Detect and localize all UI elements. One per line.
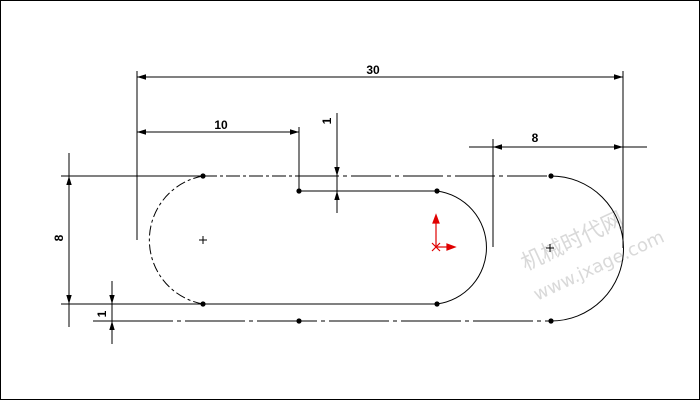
dimension-left-offset-value: 10: [214, 118, 228, 132]
dimension-right-width-value: 8: [532, 131, 539, 145]
dimension-height-value: 8: [52, 234, 66, 241]
sketch-points: [200, 173, 554, 324]
dimension-overall-length-value: 30: [366, 63, 380, 77]
point[interactable]: [296, 318, 302, 324]
point[interactable]: [548, 173, 554, 179]
point[interactable]: [434, 188, 440, 194]
dimension-bottom-gap-value: 1: [95, 310, 109, 317]
left-slot-left-arc[interactable]: [148, 175, 204, 305]
origin-icon: [431, 213, 457, 252]
left-slot-right-arc[interactable]: [436, 190, 487, 305]
arc-centers: [199, 236, 554, 252]
watermark: 机械时代网 www.jxage.com: [517, 207, 667, 305]
point[interactable]: [548, 318, 554, 324]
center-mark: [199, 236, 207, 244]
dimension-top-gap-value: 1: [320, 117, 334, 124]
center-mark: [546, 244, 554, 252]
right-slot-right-arc[interactable]: [550, 175, 624, 322]
dimension-right-width[interactable]: 8: [469, 131, 647, 150]
dimension-top-gap[interactable]: 1: [320, 113, 340, 213]
point[interactable]: [434, 301, 440, 307]
dimension-left-offset[interactable]: 10: [137, 118, 299, 135]
dimension-height[interactable]: 8: [52, 153, 72, 327]
dimension-overall-length[interactable]: 30: [137, 63, 623, 80]
right-slot[interactable]: [113, 175, 624, 322]
dimension-bottom-gap[interactable]: 1: [95, 281, 115, 344]
